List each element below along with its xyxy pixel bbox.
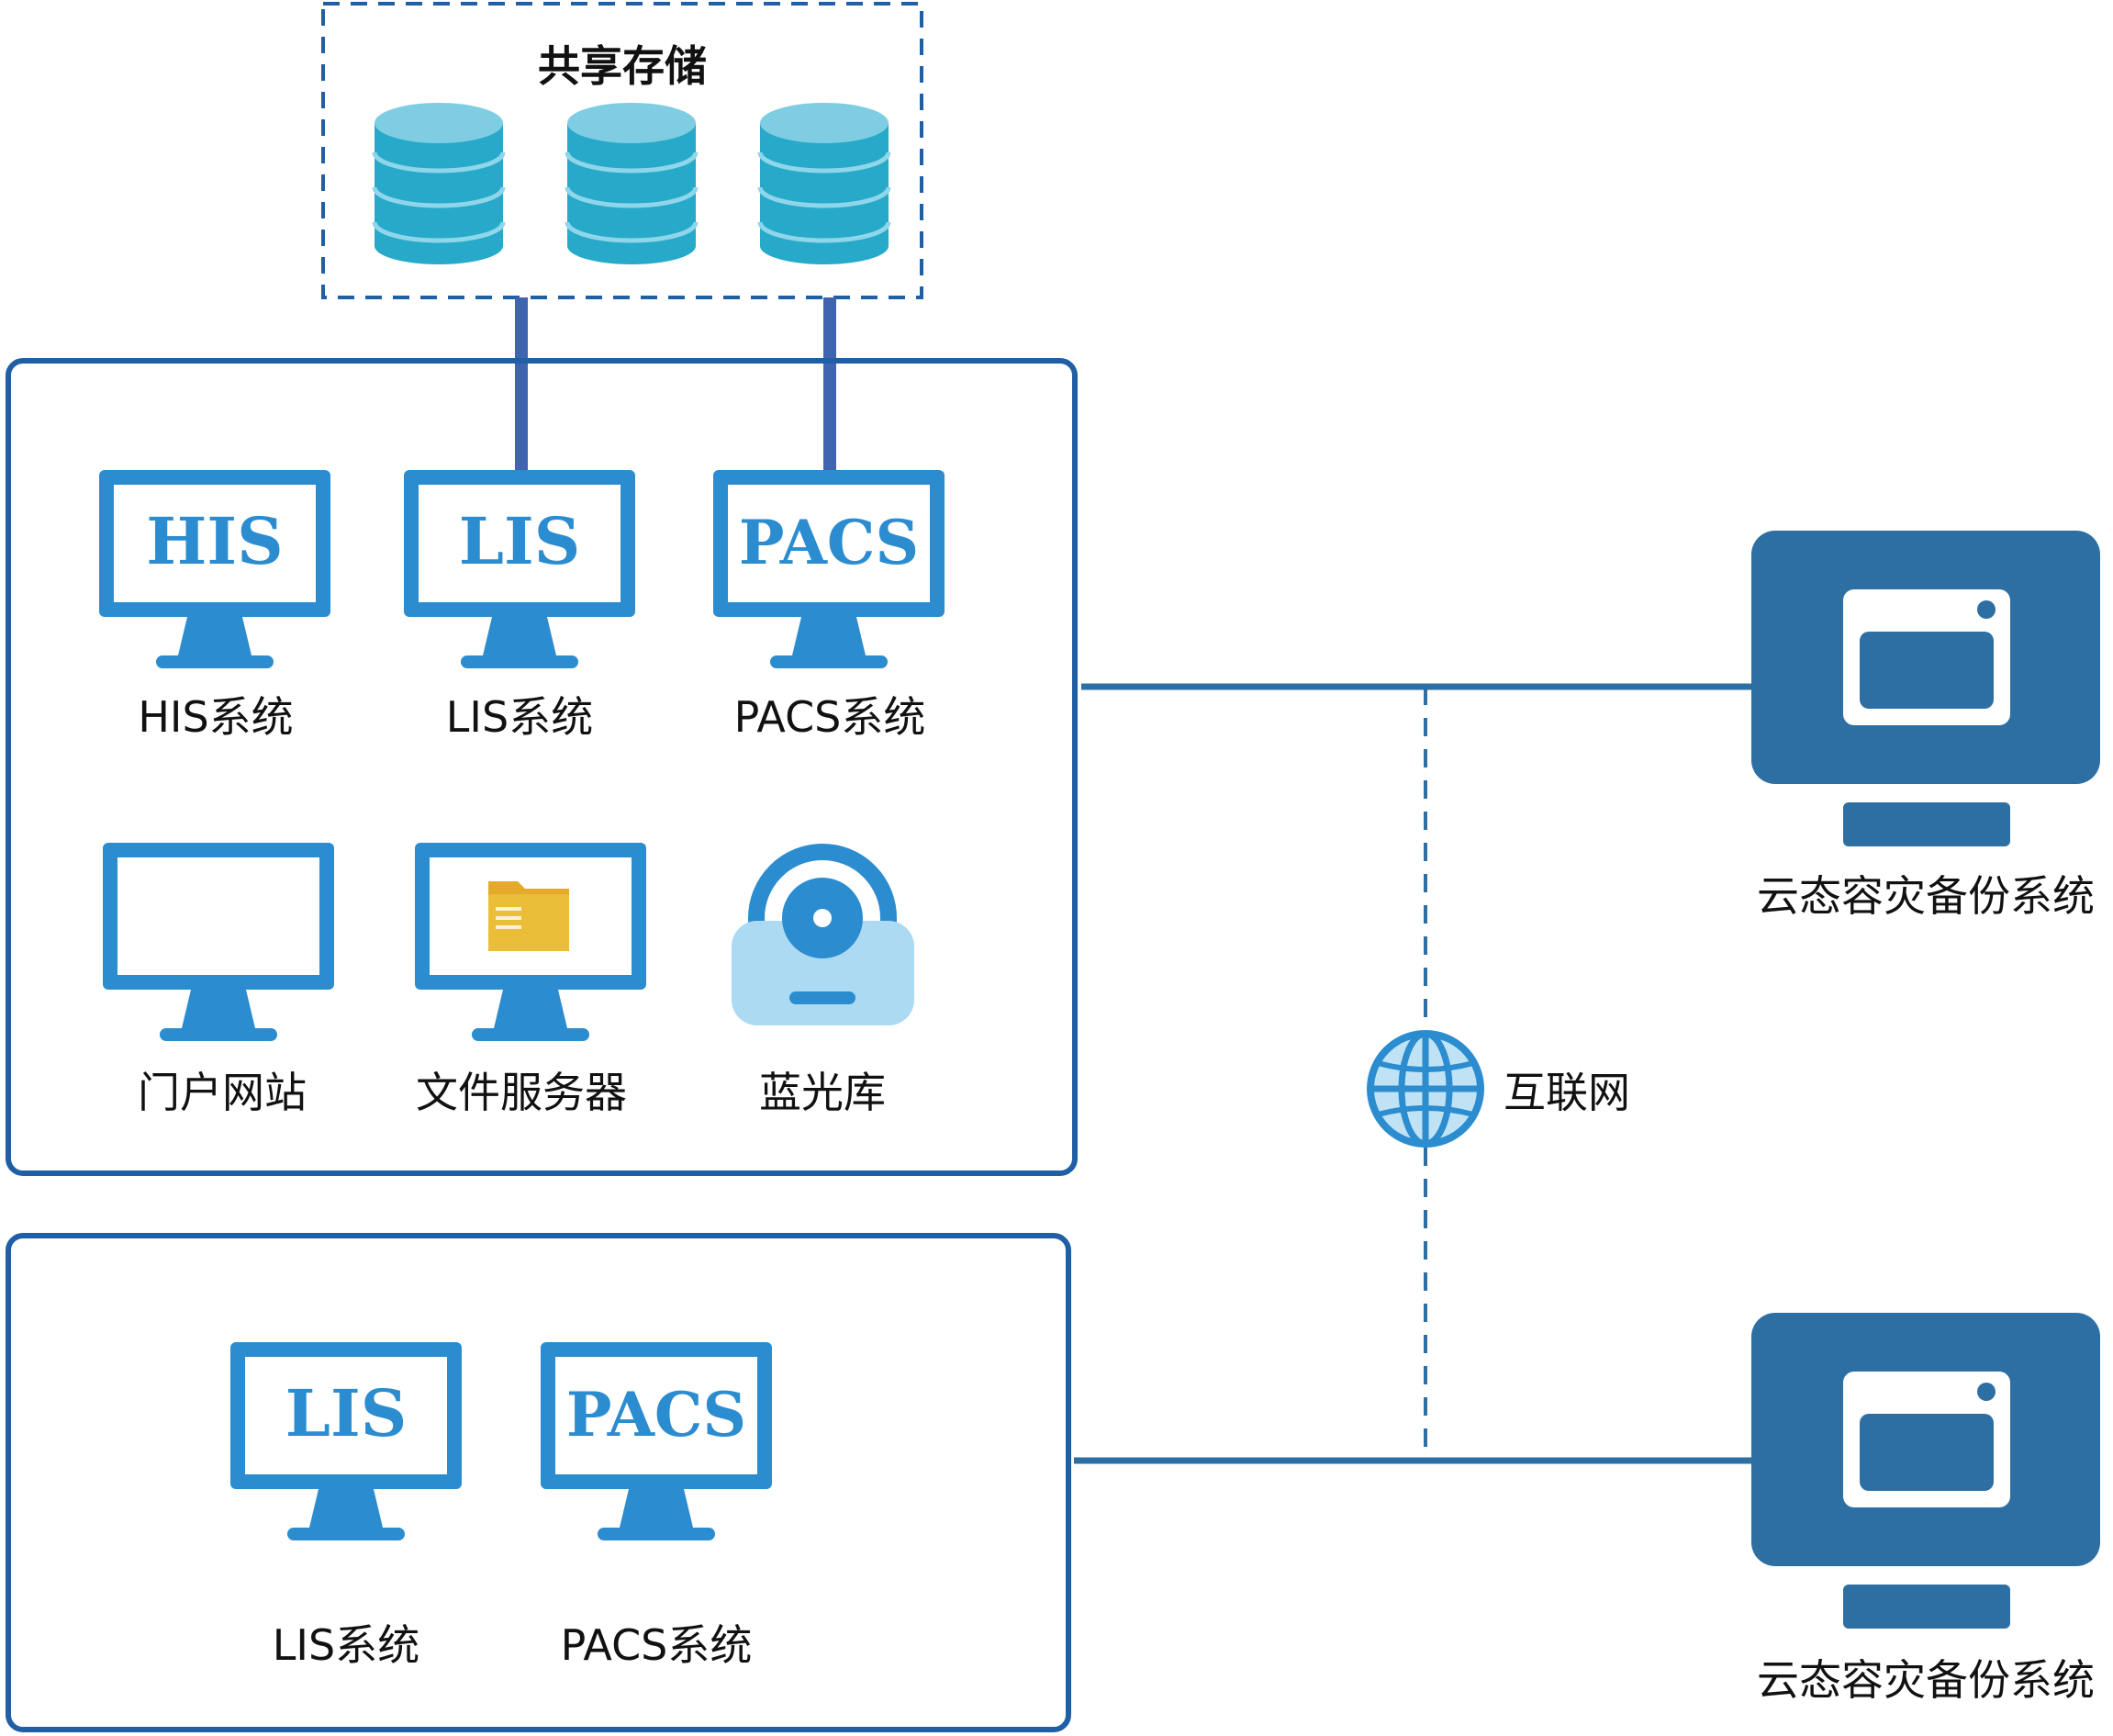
his-screen-text: HIS <box>146 503 283 579</box>
file-server-label: 文件服务器 <box>416 1068 627 1117</box>
shared-storage-group: 共享存储 <box>321 2 923 299</box>
folder-icon <box>488 881 569 951</box>
pacs-screen-text-secondary: PACS <box>566 1379 746 1450</box>
secondary-site-box <box>6 1233 1071 1732</box>
pacs-monitor-icon: PACS <box>713 470 945 668</box>
lis-screen-text: LIS <box>459 503 581 579</box>
his-system-label: HIS系统 <box>138 692 293 742</box>
backup-monitor-icon <box>1751 531 2100 846</box>
internet-label: 互联网 <box>1504 1068 1630 1117</box>
backup-node-label: 云态容灾备份系统 <box>1757 871 2095 921</box>
bluray-library-icon <box>732 844 914 1025</box>
pacs-system-label-secondary: PACS系统 <box>561 1620 753 1670</box>
lis-system-label-secondary: LIS系统 <box>273 1620 419 1670</box>
shared-storage-dashed-box <box>321 2 923 299</box>
database-icon <box>757 103 891 264</box>
portal-label: 门户网站 <box>138 1068 307 1117</box>
pacs-screen-text: PACS <box>739 507 919 578</box>
his-monitor-icon: HIS <box>99 470 330 668</box>
database-icon <box>565 103 699 264</box>
file-server-monitor-icon <box>415 843 646 1041</box>
pacs-system-label: PACS系统 <box>734 692 926 742</box>
lis-monitor-icon: LIS <box>404 470 635 668</box>
portal-monitor-icon <box>103 843 334 1041</box>
lis-screen-text-secondary: LIS <box>285 1375 408 1451</box>
pacs-monitor-icon-secondary: PACS <box>541 1342 772 1540</box>
shared-storage-title: 共享存储 <box>538 41 707 91</box>
lis-monitor-icon-secondary: LIS <box>230 1342 462 1540</box>
bluray-library-label: 蓝光库 <box>759 1068 886 1117</box>
lis-system-label: LIS系统 <box>446 692 593 742</box>
backup-node-label-secondary: 云态容灾备份系统 <box>1757 1655 2095 1705</box>
backup-monitor-icon-secondary <box>1751 1313 2100 1629</box>
database-icon <box>372 103 506 264</box>
globe-icon <box>1367 1030 1484 1148</box>
primary-site-box <box>6 358 1078 1176</box>
